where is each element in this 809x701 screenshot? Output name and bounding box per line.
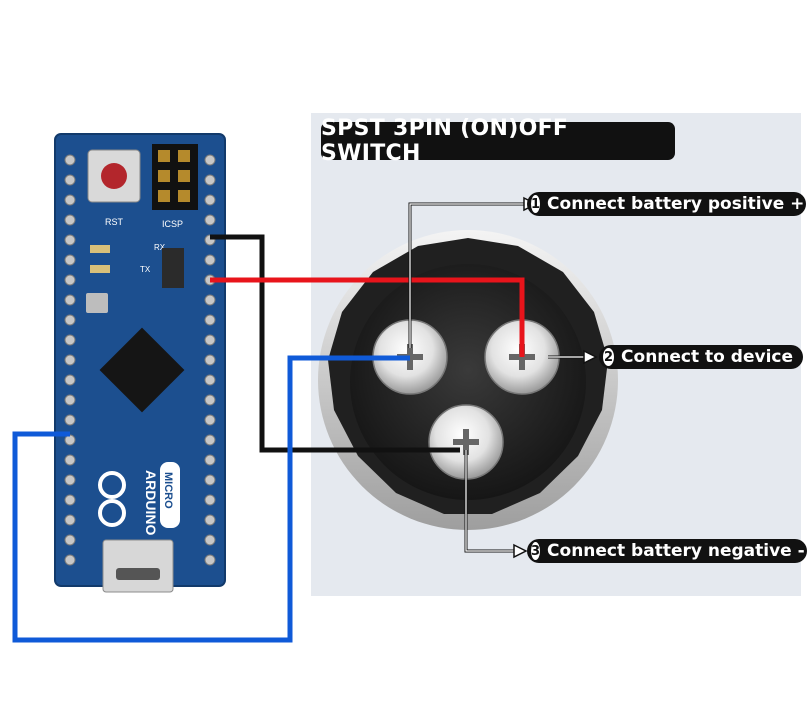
reset-button-cap (101, 163, 127, 189)
black-wire (210, 234, 460, 453)
callout-1-arrow-inner (409, 203, 524, 348)
callout-2-text: Connect to device (621, 347, 793, 367)
callout-2-arrowhead (583, 349, 598, 365)
icsp-header (152, 144, 198, 210)
arduino-micro-board: RST ICSP TX RX ARDUINO MICRO (54, 133, 226, 593)
icsp-label: ICSP (162, 219, 183, 229)
tx-label: TX (140, 265, 151, 274)
callout-1-text: Connect battery positive + (547, 194, 805, 214)
switch-body (318, 230, 618, 530)
brand-text: ARDUINO (143, 470, 159, 535)
right-pin-header (204, 154, 216, 566)
arduino-logo (98, 471, 126, 527)
red-wire (210, 277, 525, 357)
diagram-title: SPST 3PIN (ON)OFF SWITCH (321, 116, 675, 166)
rx-label: RX (154, 243, 166, 252)
callout-3-arrowhead (513, 543, 528, 559)
callout-3-text: Connect battery negative - (547, 541, 805, 561)
callout-2-number: 2 (603, 348, 615, 366)
model-text: MICRO (162, 472, 174, 509)
callout-1-number: 1 (531, 195, 541, 213)
microcontroller-chip (99, 327, 185, 413)
micro-usb-port (102, 539, 174, 593)
callout-3-number: 3 (531, 542, 541, 560)
left-pin-header (64, 154, 76, 566)
callout-3: 3 Connect battery negative - (527, 539, 807, 563)
reset-label: RST (105, 217, 124, 227)
callout-1: 1 Connect battery positive + (527, 192, 806, 216)
blue-wire (12, 355, 410, 643)
callout-2: 2 Connect to device (599, 345, 803, 369)
